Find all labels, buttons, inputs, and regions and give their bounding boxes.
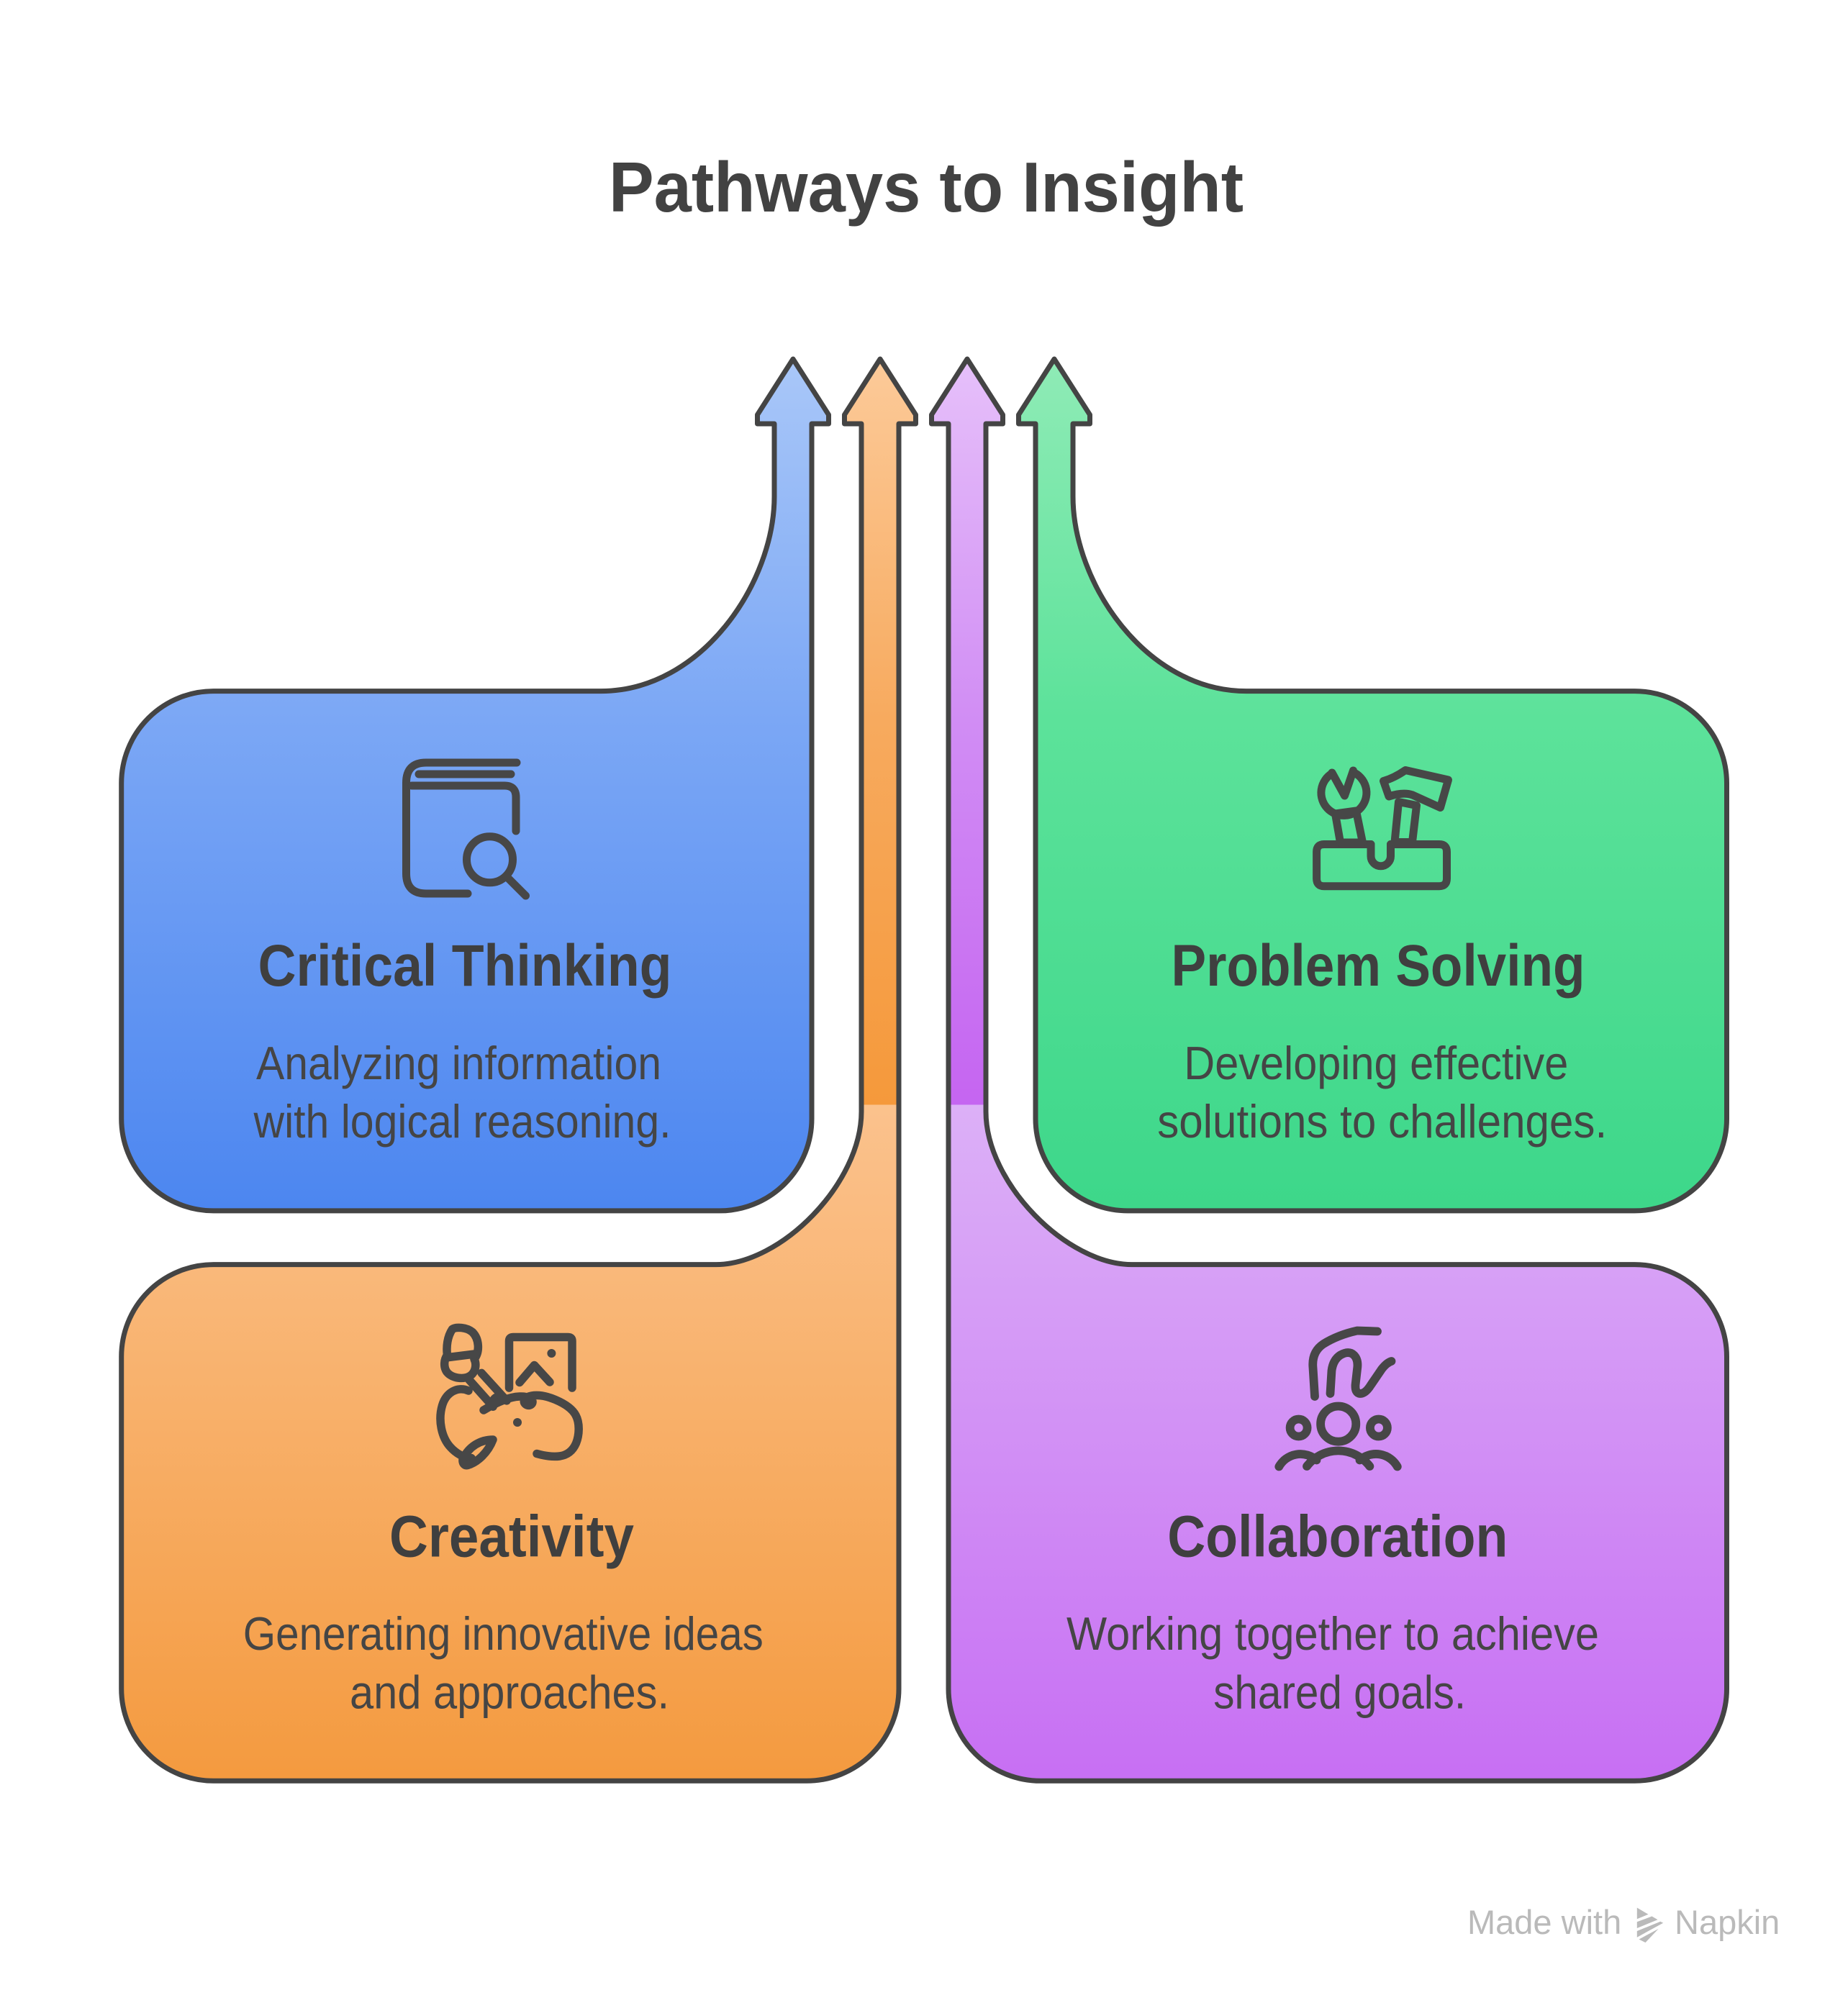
svg-text:with logical reasoning.: with logical reasoning. [253, 1095, 671, 1148]
svg-text:Problem Solving: Problem Solving [1172, 933, 1585, 999]
svg-text:solutions to challenges.: solutions to challenges. [1157, 1095, 1607, 1148]
svg-text:and approaches.: and approaches. [350, 1666, 669, 1719]
svg-text:Napkin: Napkin [1675, 1903, 1780, 1941]
svg-text:Working together to achieve: Working together to achieve [1066, 1607, 1599, 1660]
svg-text:Collaboration: Collaboration [1167, 1504, 1508, 1570]
svg-text:Made with: Made with [1467, 1903, 1621, 1941]
svg-text:Generating innovative ideas: Generating innovative ideas [243, 1607, 764, 1660]
svg-text:shared goals.: shared goals. [1213, 1666, 1466, 1719]
svg-text:Developing effective: Developing effective [1184, 1037, 1568, 1089]
svg-text:Analyzing information: Analyzing information [256, 1037, 661, 1089]
svg-text:Critical Thinking: Critical Thinking [258, 933, 672, 999]
svg-text:Creativity: Creativity [389, 1504, 634, 1570]
svg-text:Pathways to Insight: Pathways to Insight [609, 147, 1244, 227]
